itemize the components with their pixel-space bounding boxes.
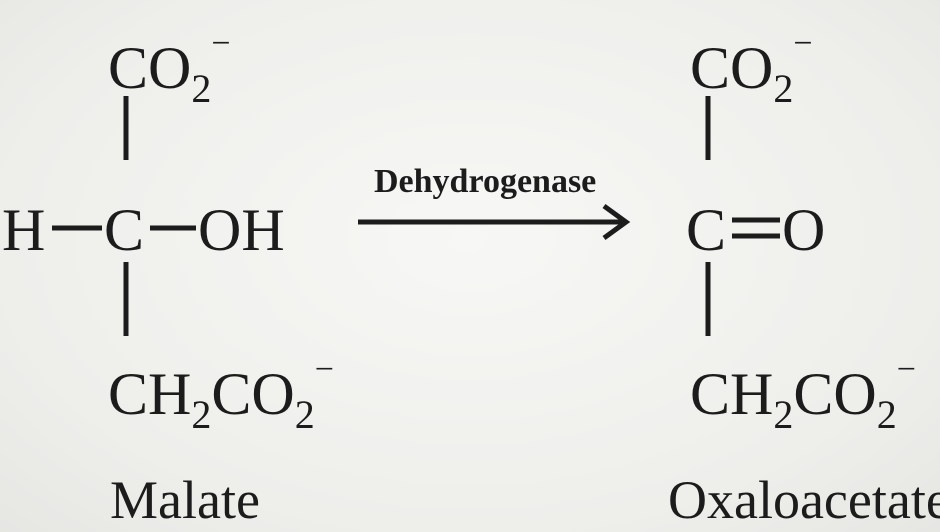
reaction-arrow-head-icon [602, 203, 631, 241]
malate-central-carbon: C [104, 197, 144, 263]
reaction-arrow-group: Dehydrogenase [358, 163, 631, 241]
oxaloacetate-carbonyl-oxygen: O [782, 197, 825, 263]
malate-hydroxyl: OH [198, 197, 285, 263]
oxaloacetate-top-carboxylate: CO2− [690, 25, 813, 111]
malate-label: Malate [110, 470, 260, 530]
malate-hydrogen: H [2, 197, 45, 263]
malate-bottom-group: CH2CO2− [108, 351, 334, 437]
oxaloacetate-bottom-group: CH2CO2− [690, 351, 916, 437]
enzyme-label: Dehydrogenase [374, 163, 596, 200]
malate-top-carboxylate: CO2− [108, 25, 231, 111]
oxaloacetate-central-carbon: C [686, 197, 726, 263]
oxaloacetate-label: Oxaloacetate [668, 470, 940, 530]
oxaloacetate-structure: CO2− C O CH2CO2− Oxaloacetate [668, 25, 940, 530]
malate-structure: CO2− H C OH CH2CO2− Malate [2, 25, 334, 530]
